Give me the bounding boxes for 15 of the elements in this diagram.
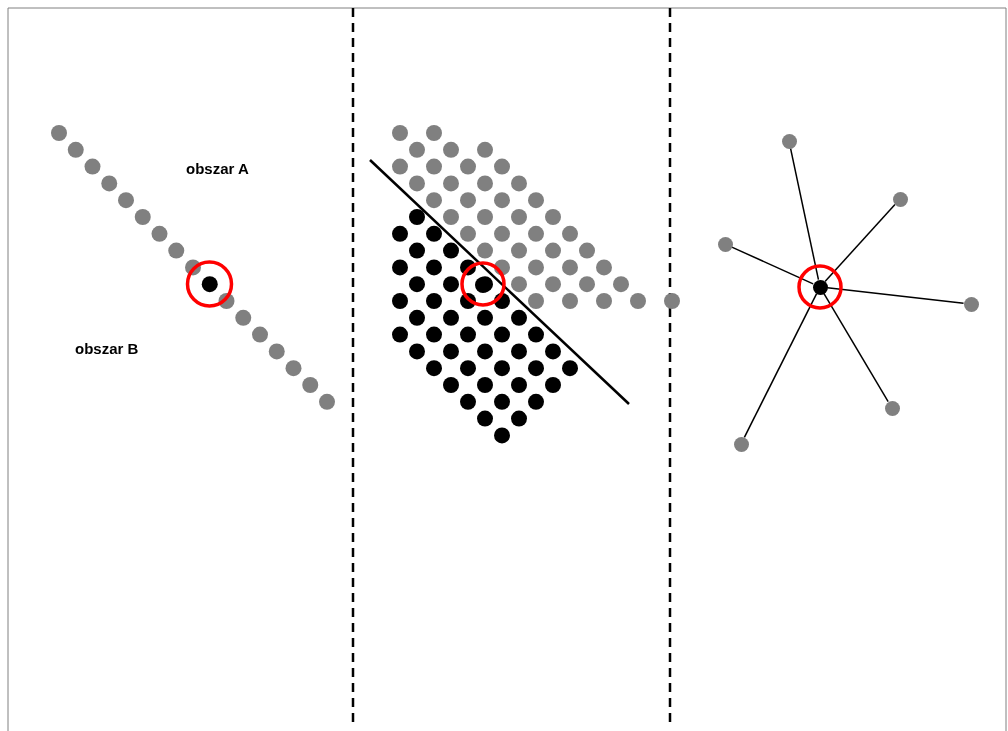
dot-node: [884, 400, 900, 416]
connector-line: [743, 292, 818, 439]
region-label: obszar A: [186, 160, 249, 177]
dot-node: [812, 279, 828, 295]
connector-line: [823, 292, 889, 403]
connector-line: [789, 147, 820, 281]
dot-node: [963, 296, 979, 312]
region-label: obszar B: [75, 340, 139, 357]
connector-line: [824, 203, 896, 283]
dot-node: [781, 133, 797, 149]
dot-node: [733, 436, 749, 452]
connector-line: [731, 246, 814, 285]
dot-node: [717, 236, 733, 252]
connector-line: [826, 287, 965, 304]
dot-node: [892, 191, 908, 207]
